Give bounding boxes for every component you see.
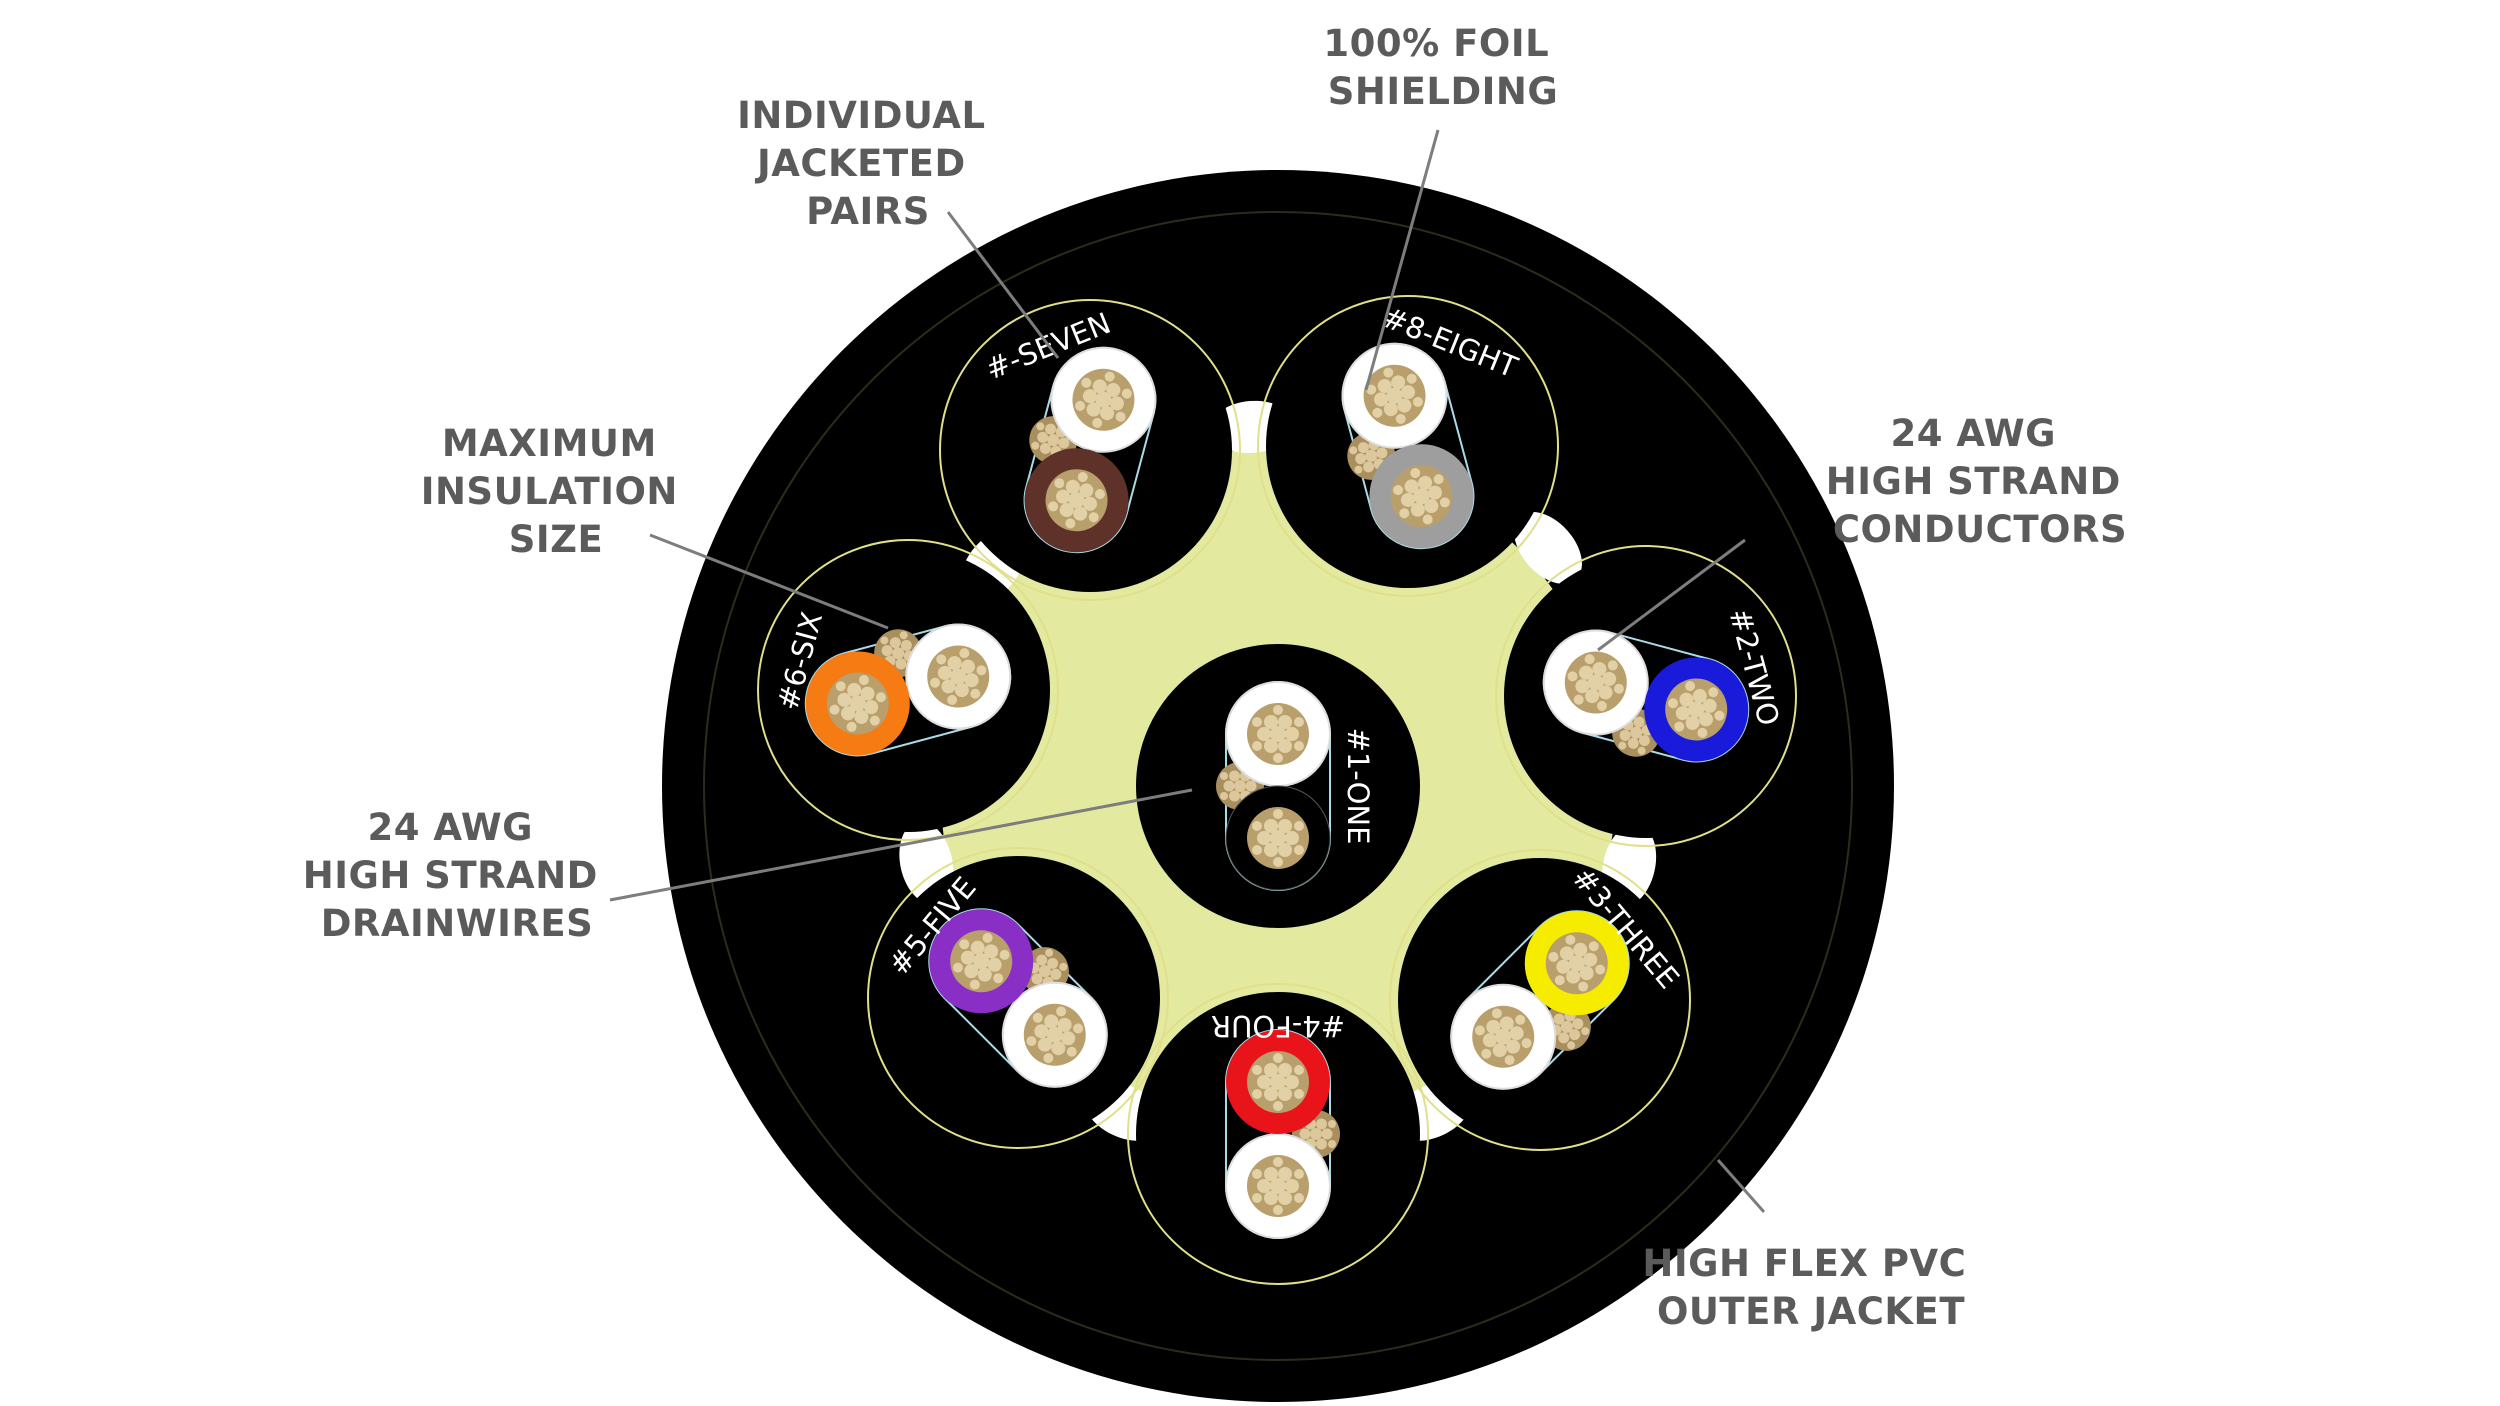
pair-label: #4-FOUR bbox=[1211, 1009, 1345, 1043]
callout-conductors: 24 AWG HIGH STRAND CONDUCTORS bbox=[1826, 412, 2135, 551]
interstitial-gap bbox=[1514, 511, 1582, 584]
colored-conductor-strands bbox=[1247, 807, 1309, 869]
foil-shield bbox=[1127, 983, 1429, 1285]
leader-drainwires bbox=[609, 788, 1193, 902]
callout-drainwires: 24 AWG HIGH STRAND DRAINWIRES bbox=[303, 806, 612, 945]
colored-conductor-strands bbox=[1247, 1051, 1309, 1113]
outer-jacket-inner-edge bbox=[703, 211, 1853, 1361]
cable-pair: #4-FOUR bbox=[1127, 983, 1429, 1285]
callout-individual-jacketed-pairs: INDIVIDUAL JACKETED PAIRS bbox=[737, 94, 999, 233]
cable-pair: #2-TWO bbox=[1495, 545, 1797, 847]
cable-pair: #5-FIVE bbox=[867, 847, 1169, 1149]
cable-pair: #-SEVEN bbox=[939, 299, 1241, 601]
foil-shield bbox=[939, 299, 1241, 601]
cable-pair: #8-EIGHT bbox=[1257, 295, 1559, 597]
pairs-layer: #1-ONE#2-TWO#3-THREE#4-FOUR#5-FIVE#6-SIX… bbox=[757, 295, 1797, 1285]
white-conductor-strands bbox=[1247, 703, 1309, 765]
pair-label: #1-ONE bbox=[1341, 728, 1375, 845]
callout-foil-shielding: 100% FOIL SHIELDING bbox=[1323, 22, 1562, 113]
callout-maximum-insulation-size: MAXIMUM INSULATION SIZE bbox=[421, 422, 692, 561]
foil-shield bbox=[1389, 849, 1691, 1151]
foil-shield bbox=[757, 539, 1059, 841]
foil-shield bbox=[1495, 545, 1797, 847]
leader-outer-jacket bbox=[1716, 1159, 1766, 1213]
foil-shield bbox=[867, 847, 1169, 1149]
leader-jacketed-pairs bbox=[946, 211, 1060, 359]
foil-shield bbox=[1257, 295, 1559, 597]
callout-outer-jacket: HIGH FLEX PVC OUTER JACKET bbox=[1642, 1242, 1979, 1333]
leader-foil-shielding bbox=[1364, 129, 1440, 391]
cable-pair: #1-ONE bbox=[1136, 644, 1420, 928]
leader-conductors bbox=[1597, 538, 1746, 652]
leader-insulation-size bbox=[649, 533, 889, 630]
white-conductor-strands bbox=[1247, 1155, 1309, 1217]
cable-pair: #6-SIX bbox=[757, 539, 1059, 841]
